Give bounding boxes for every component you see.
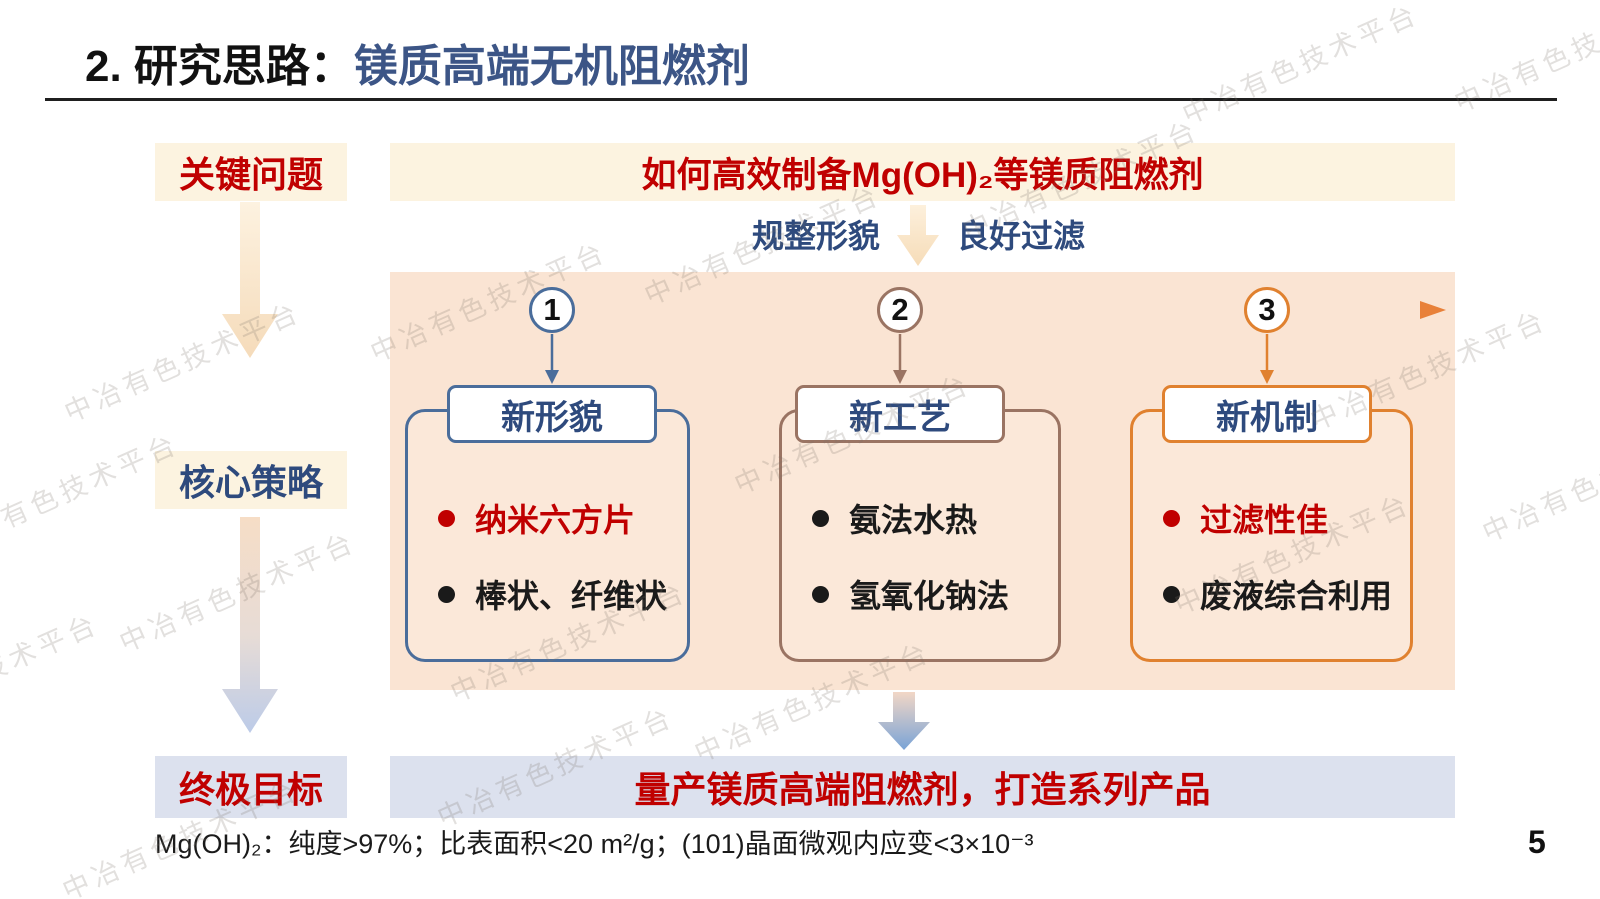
title-divider <box>45 98 1557 101</box>
column-box-1: 纳米六方片 棒状、纤维状 <box>405 409 690 662</box>
bullet-text: 纳米六方片 <box>475 502 636 538</box>
connector-arrow-icon <box>1260 334 1274 384</box>
watermark-text: 中冶有色技术平台 <box>0 608 105 741</box>
ultimate-goal-text: 终极目标 <box>178 769 323 810</box>
bullet-dot-icon <box>1163 585 1180 603</box>
down-arrow-icon <box>897 205 939 266</box>
bullet-text: 氨法水热 <box>849 502 978 538</box>
connector-arrow-icon <box>893 334 907 384</box>
bullet-list: 氨法水热 氢氧化钠法 <box>782 412 1058 616</box>
column-header-text: 新机制 <box>1216 398 1318 437</box>
column-box-2: 氨法水热 氢氧化钠法 <box>779 409 1061 662</box>
column-box-3: 过滤性佳 废液综合利用 <box>1130 409 1413 662</box>
column-header-text: 新形貌 <box>501 398 603 437</box>
column-header-2: 新工艺 <box>795 385 1005 443</box>
down-arrow-icon <box>222 517 278 733</box>
list-item: 氨法水热 <box>812 496 1048 540</box>
watermark-text: 中冶有色技术平台 <box>1177 0 1425 131</box>
bullet-dot-icon <box>438 585 455 603</box>
key-problem-text: 关键问题 <box>178 154 323 195</box>
bullet-list: 纳米六方片 棒状、纤维状 <box>408 412 687 616</box>
bullet-text: 过滤性佳 <box>1200 502 1329 538</box>
list-item: 过滤性佳 <box>1163 496 1400 540</box>
list-item: 氢氧化钠法 <box>812 572 1048 616</box>
column-header-3: 新机制 <box>1162 385 1372 443</box>
strategy-panel: 1 新形貌 纳米六方片 棒状、纤维状 2 <box>390 272 1455 690</box>
goal-banner: 量产镁质高端阻燃剂，打造系列产品 <box>390 756 1455 818</box>
down-arrow-icon <box>222 202 278 358</box>
title-subject: 镁质高端无机阻燃剂 <box>353 42 750 91</box>
step-number: 2 <box>891 292 909 327</box>
step-circle-1: 1 <box>529 287 575 333</box>
page-number: 5 <box>1528 824 1546 860</box>
list-item: 纳米六方片 <box>438 496 677 540</box>
bullet-list: 过滤性佳 废液综合利用 <box>1133 412 1410 616</box>
bullet-text: 棒状、纤维状 <box>475 578 668 614</box>
bullet-dot-icon <box>438 509 455 527</box>
bullet-text: 废液综合利用 <box>1200 578 1393 614</box>
bullet-dot-icon <box>812 585 829 603</box>
label-ultimate-goal: 终极目标 <box>155 756 347 818</box>
column-header-text: 新工艺 <box>849 398 951 437</box>
footer-spec: Mg(OH)₂：纯度>97%；比表面积<20 m²/g；(101)晶面微观内应变… <box>155 829 1034 859</box>
goal-text: 量产镁质高端阻燃剂，打造系列产品 <box>634 769 1211 810</box>
connector-arrow-icon <box>545 334 559 384</box>
requirement-right: 良好过滤 <box>957 218 1086 254</box>
watermark-text: 中冶有色技术平台 <box>1477 416 1600 549</box>
label-key-problem: 关键问题 <box>155 143 347 201</box>
column-header-1: 新形貌 <box>447 385 657 443</box>
core-strategy-text: 核心策略 <box>178 462 323 503</box>
bullet-text: 氢氧化钠法 <box>849 578 1010 614</box>
down-arrow-icon <box>878 692 930 750</box>
title-prefix: 2. 研究思路： <box>85 42 354 91</box>
list-item: 棒状、纤维状 <box>438 572 677 616</box>
step-number: 3 <box>1258 292 1276 327</box>
key-question-text: 如何高效制备Mg(OH)₂等镁质阻燃剂 <box>641 155 1204 195</box>
requirement-left: 规整形貌 <box>752 218 881 254</box>
page-title: 2. 研究思路：镁质高端无机阻燃剂 <box>85 30 750 94</box>
step-circle-2: 2 <box>877 287 923 333</box>
list-item: 废液综合利用 <box>1163 572 1400 616</box>
key-question-banner: 如何高效制备Mg(OH)₂等镁质阻燃剂 <box>390 143 1455 201</box>
label-core-strategy: 核心策略 <box>155 451 347 509</box>
watermark-text: 中冶有色技术平台 <box>1449 0 1600 119</box>
step-circle-3: 3 <box>1244 287 1290 333</box>
step-number: 1 <box>543 292 561 327</box>
bullet-dot-icon <box>1163 509 1180 527</box>
bullet-dot-icon <box>812 509 829 527</box>
